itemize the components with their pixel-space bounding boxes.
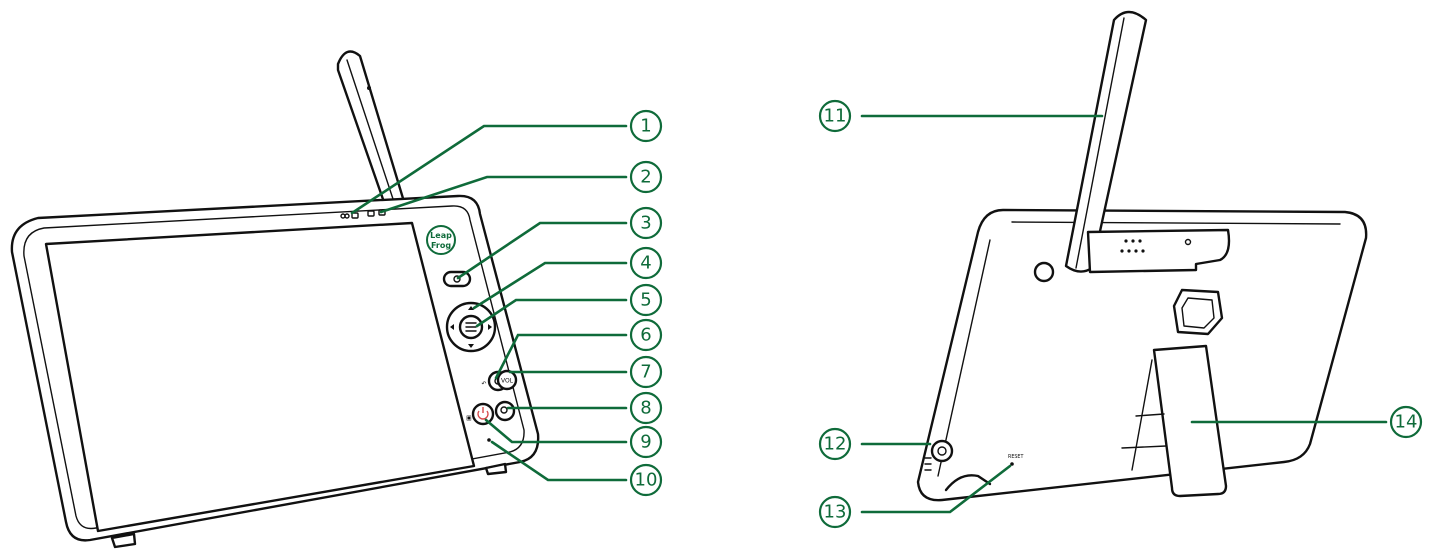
- callout-9: 9: [629, 425, 663, 459]
- callout-8-number: 8: [640, 398, 651, 419]
- reset-label: RESET: [1008, 454, 1023, 460]
- front-antenna: [336, 50, 407, 207]
- arrow-down-icon: [468, 344, 474, 348]
- leader-6: [494, 333, 628, 380]
- callout-markers: 1 2 3 4 5 6 7: [629, 99, 1423, 529]
- antenna-mount: [1086, 228, 1231, 274]
- callout-12: 12: [818, 427, 852, 461]
- front-foot-right: [484, 462, 508, 476]
- microphone-hole: [487, 438, 491, 442]
- callout-1: 1: [629, 109, 663, 143]
- callout-5-number: 5: [640, 290, 651, 311]
- return-icon: ↶: [481, 381, 486, 388]
- callout-3-number: 3: [640, 213, 651, 234]
- reset-hole[interactable]: [1010, 462, 1014, 466]
- power-icon: [477, 410, 489, 420]
- callout-4-number: 4: [640, 253, 651, 274]
- callout-11-number: 11: [824, 106, 847, 127]
- front-antenna-edge: [346, 59, 396, 206]
- callout-7-number: 7: [640, 362, 651, 383]
- led-indicator-1: [351, 212, 359, 219]
- callout-14: 14: [1389, 405, 1423, 439]
- back-monitor-body: [916, 208, 1368, 502]
- leader-9: [484, 418, 628, 444]
- microphone-icon: [453, 275, 461, 283]
- zoom-icon: [500, 406, 508, 414]
- led-indicator-2: [378, 209, 386, 216]
- status-leds: [340, 209, 386, 219]
- leader-2: [379, 175, 628, 214]
- power-jack[interactable]: [930, 439, 954, 463]
- callout-9-number: 9: [640, 432, 651, 453]
- callout-2-number: 2: [640, 167, 651, 188]
- arrow-up-icon: [468, 306, 474, 310]
- callout-13-number: 13: [824, 502, 847, 523]
- side-round-button[interactable]: [1033, 261, 1055, 283]
- vol-label: VOL: [501, 378, 514, 385]
- navigation-pad[interactable]: [445, 301, 497, 353]
- callout-14-number: 14: [1395, 412, 1418, 433]
- leader-4: [472, 261, 628, 310]
- bottom-cutout: [944, 474, 992, 492]
- leapfrog-logo: Leap Frog: [426, 225, 456, 255]
- leader-3: [456, 221, 628, 280]
- port-markings: [924, 457, 932, 471]
- callout-7: 7: [629, 355, 663, 389]
- callout-6: 6: [629, 318, 663, 352]
- callout-12-number: 12: [824, 434, 847, 455]
- logo-text-line2: Frog: [431, 241, 451, 250]
- leader-5: [475, 298, 628, 328]
- power-button[interactable]: ▣: [466, 402, 495, 426]
- back-antenna-edge: [1075, 17, 1125, 269]
- leader-1: [350, 124, 628, 215]
- antenna-indicator-dot: [367, 86, 371, 90]
- speaker-holes: [1120, 239, 1145, 253]
- callout-3: 3: [629, 206, 663, 240]
- front-view-device: Leap Frog ↶: [10, 50, 540, 549]
- zoom-button[interactable]: [494, 400, 516, 422]
- callout-4: 4: [629, 246, 663, 280]
- callout-8: 8: [629, 391, 663, 425]
- callout-10: 10: [629, 463, 663, 497]
- callout-2: 2: [629, 160, 663, 194]
- leader-10: [490, 440, 628, 482]
- callout-13: 13: [818, 495, 852, 529]
- volume-button[interactable]: VOL: [496, 369, 518, 391]
- arrow-left-icon: [450, 324, 454, 330]
- front-foot-left: [110, 532, 137, 549]
- display-icon: ▣: [466, 415, 472, 422]
- logo-text-line1: Leap: [430, 231, 452, 240]
- kickstand[interactable]: [1152, 344, 1228, 498]
- callout-11: 11: [818, 99, 852, 133]
- back-monitor-inner-edge: [1011, 221, 1341, 225]
- callout-5: 5: [629, 283, 663, 317]
- front-screen: [44, 221, 476, 533]
- leader-lines: [350, 114, 1388, 514]
- arrow-right-icon: [488, 324, 492, 330]
- back-monitor-side: [937, 239, 991, 477]
- callout-1-number: 1: [640, 116, 651, 137]
- leader-13: [860, 464, 1012, 514]
- callout-6-number: 6: [640, 325, 651, 346]
- mount-screw: [1184, 238, 1192, 246]
- back-view-device: RESET: [916, 10, 1368, 502]
- front-monitor-bezel: [23, 205, 525, 530]
- callout-10-number: 10: [635, 470, 658, 491]
